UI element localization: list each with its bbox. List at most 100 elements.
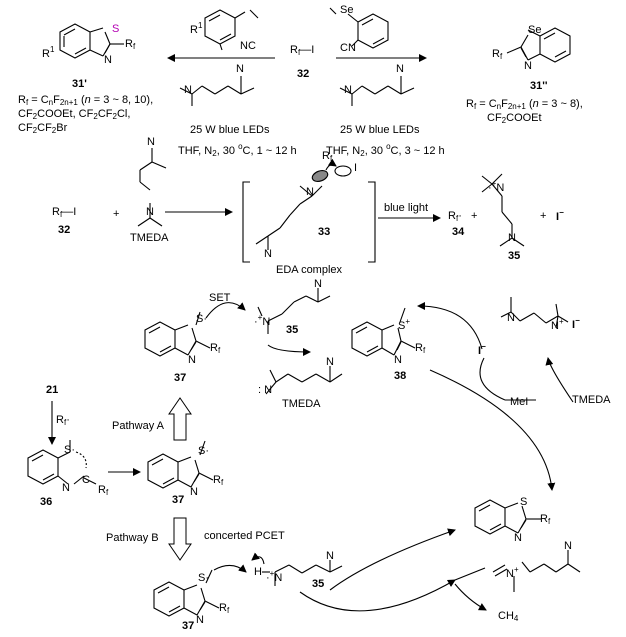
- iodide-ion: I−: [556, 208, 564, 223]
- nitrogen-37-bot: N: [196, 614, 204, 626]
- compound-33-label: 33: [318, 226, 331, 238]
- n-atom-tmeda-left-2: N: [236, 63, 244, 75]
- left-scope-line1: Rf = CnF2n+1 (n = 3 ~ 8, 10),: [18, 94, 154, 107]
- n-atom-35: N: [508, 232, 516, 244]
- r1-substituent-label: R1: [42, 45, 55, 60]
- isocyanide-nc: NC: [240, 40, 256, 52]
- tmeda-neutral: [265, 366, 343, 395]
- arrow-to-ch4: [454, 583, 487, 611]
- rf-iodide-eda: Rf—I: [52, 206, 77, 219]
- plus-sign-eda: +: [113, 208, 120, 220]
- cyano-cn: CN: [340, 42, 356, 54]
- radical-37-top: [144, 302, 246, 357]
- sulfur-product: S: [520, 496, 528, 508]
- sulfur-radical-37-top: S·: [196, 313, 207, 325]
- arrow-tmeda-methylation: [545, 357, 574, 403]
- r1-label-reagent: R1: [190, 21, 203, 36]
- n-atom-iminium: N: [564, 540, 572, 552]
- nitrogen-37-mid: N: [190, 486, 198, 498]
- iodide-counterion: I−: [572, 316, 580, 331]
- compound-37-top-label: 37: [174, 372, 187, 384]
- bracket-right: [368, 181, 376, 263]
- benzoselenazole-31-double-prime: [506, 27, 571, 63]
- nitrogen-38: N: [394, 354, 402, 366]
- n-atom-complex-2: N: [306, 186, 314, 198]
- tmeda-left: [179, 76, 255, 106]
- compound-34-label: 34: [452, 226, 465, 238]
- compound-32-eda: 32: [58, 224, 71, 236]
- compound-36-label: 36: [40, 496, 53, 508]
- n-atom-35-bot: N: [326, 550, 334, 562]
- rf-substituent-se: Rf: [492, 48, 503, 61]
- pathway-a-arrow: [168, 397, 192, 441]
- compound-37-bot-label: 37: [182, 620, 195, 632]
- nitrogen-37-top: N: [188, 354, 196, 366]
- n-radical-cation-35-top: ·+N: [254, 313, 271, 328]
- n-atom-tmeda-right-2: N: [396, 63, 404, 75]
- plus-sign-eda-2: +: [471, 210, 478, 222]
- tmeda-cation-35: [481, 173, 525, 247]
- benzothiazole-31-prime: [59, 23, 124, 59]
- compound-35-bot-label: 35: [312, 578, 325, 590]
- compound-35-label: 35: [508, 250, 521, 262]
- rf-substituent: Rf: [125, 38, 136, 51]
- right-scope-line1: Rf = CnF2n+1 (n = 3 ~ 8),: [466, 98, 583, 111]
- arrow-pcet-tail: [454, 567, 486, 581]
- pathway-a-label: Pathway A: [112, 420, 164, 432]
- h-atom-pcet: H: [254, 566, 262, 578]
- concerted-pcet-label: concerted PCET: [204, 530, 285, 542]
- methane-label: CH4: [498, 610, 519, 623]
- eda-complex-33: [255, 158, 352, 250]
- sulfur-radical-37-mid: S·: [198, 445, 209, 457]
- sulfur-radical-37-bot: S·: [198, 572, 209, 584]
- pathway-b-label: Pathway B: [106, 532, 159, 544]
- plus-sign-eda-3: +: [540, 210, 547, 222]
- arrow-mei-cycle: [479, 357, 506, 401]
- n-atom-ammonium-1: N: [507, 312, 515, 324]
- n-lone-pair-tmeda: : N: [258, 384, 273, 396]
- bracket-left: [242, 181, 250, 263]
- iodide-nucleophile: I−: [478, 342, 486, 357]
- radical-37-bottom: [153, 564, 247, 617]
- eda-complex-caption: EDA complex: [276, 264, 343, 276]
- radical-cation-35-bottom: [251, 552, 343, 586]
- n-atom-tmeda-mech: N: [326, 356, 334, 368]
- rf-radical-mech: Rf·: [56, 414, 70, 427]
- n-ammonium-cation: N+: [551, 317, 564, 332]
- tmeda-label-mech: TMEDA: [282, 398, 321, 410]
- carbon-36: C: [82, 474, 90, 486]
- se-isocyanide-reagent: [329, 7, 389, 49]
- radical-cation-35-top: [257, 288, 331, 334]
- compound-38-label: 38: [394, 370, 407, 382]
- sulfur-atom: S: [112, 23, 120, 35]
- n-atom-tmeda-left-1: N: [184, 84, 192, 96]
- n-radical-cation-35-bot: ·+N: [266, 569, 283, 584]
- n-atom-tmeda-eda-1: N: [147, 136, 155, 148]
- nitrogen-product: N: [514, 532, 522, 544]
- blue-light-label: blue light: [384, 202, 429, 214]
- nitrogen-atom: N: [104, 54, 112, 66]
- left-conditions-line2: THF, N2, 30 oC, 1 ~ 12 h: [178, 142, 297, 158]
- right-conditions-line2: THF, N2, 30 oC, 3 ~ 12 h: [326, 142, 445, 158]
- compound-35-top-label: 35: [286, 324, 299, 336]
- arrow-38-to-product: [429, 369, 556, 491]
- nitrogen-36: N: [62, 482, 70, 494]
- rf-36: Rf: [98, 484, 109, 497]
- radical-37-middle: [147, 440, 214, 489]
- benzothiazole-product: [474, 499, 541, 535]
- rf-37-bot: Rf: [219, 602, 230, 615]
- se-methyl: Se: [340, 4, 354, 16]
- sulfur-36: S·: [64, 444, 75, 456]
- compound-37-mid-label: 37: [172, 494, 185, 506]
- n-atom-tmeda-eda-2: N: [146, 206, 154, 218]
- tmeda-label-eda: TMEDA: [130, 232, 169, 244]
- rf-in-complex: Rf: [322, 150, 333, 163]
- mei-label: MeI: [510, 396, 529, 408]
- arrow-pcet-to-product: [329, 528, 456, 591]
- sulfonium-s-38: S+: [398, 317, 411, 332]
- imidoyl-radical-36: [27, 440, 97, 485]
- tmeda-label-cycle: TMEDA: [572, 394, 611, 406]
- pathway-b-arrow: [168, 517, 192, 561]
- n-atom-complex-1: N: [264, 248, 272, 260]
